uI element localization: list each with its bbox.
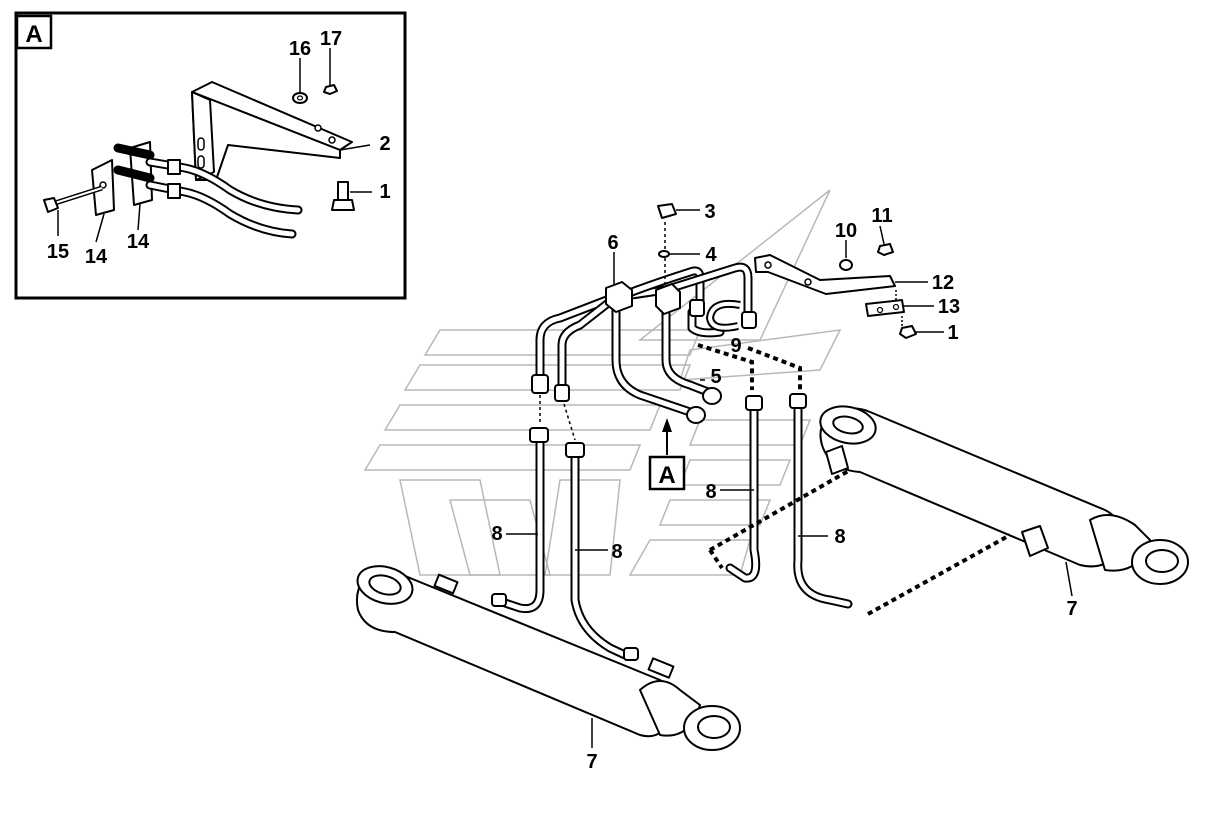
callout-1: 1: [379, 181, 390, 203]
callout-14: 14: [127, 231, 150, 253]
port-block: [1021, 525, 1049, 557]
callout-9: 9: [730, 335, 741, 357]
callout-14: 14: [85, 246, 108, 268]
detail-label: A: [25, 21, 42, 48]
pipe-assembly: [531, 203, 757, 424]
hydraulic-cylinder-right: [819, 405, 1189, 585]
port-block: [825, 445, 849, 475]
block-6: [605, 281, 633, 313]
callout-7: 7: [586, 751, 597, 773]
callout-1: 1: [947, 322, 958, 344]
callout-10: 10: [835, 220, 857, 242]
bolt-1: [899, 325, 917, 339]
nut-11: [877, 243, 894, 256]
callout-6: 6: [607, 232, 618, 254]
pipe-fittings: [531, 299, 757, 424]
callout-4: 4: [705, 244, 717, 266]
callout-16: 16: [289, 38, 311, 60]
callout-8: 8: [491, 523, 502, 545]
callout-2: 2: [379, 133, 390, 155]
section-marker-label: A: [658, 462, 675, 489]
bracket-12: [754, 243, 917, 339]
callout-15: 15: [47, 241, 69, 263]
detail-label-box: [15, 14, 53, 50]
plate-13: [865, 299, 905, 317]
plug-3: [657, 203, 677, 219]
callout-3: 3: [704, 201, 715, 223]
hoses: [500, 393, 853, 660]
o-ring-4: [658, 250, 670, 258]
bolt: [331, 181, 355, 211]
callout-7: 7: [1066, 598, 1077, 620]
callout-12: 12: [932, 272, 954, 294]
callout-17: 17: [320, 28, 342, 50]
section-marker: A: [648, 418, 686, 491]
hydraulic-cylinder-left: [356, 565, 741, 751]
callout-11: 11: [871, 205, 892, 227]
nut: [323, 84, 338, 95]
callout-8: 8: [705, 481, 716, 503]
callout-5: 5: [710, 366, 721, 388]
block-center: [655, 283, 681, 315]
detail-a-inset: A: [14, 11, 407, 300]
leader-lines: [506, 209, 1073, 748]
washer-10: [839, 259, 853, 271]
callout-13: 13: [938, 296, 960, 318]
callout-8: 8: [611, 541, 622, 563]
callout-8: 8: [834, 526, 845, 548]
bolt-15: [43, 197, 59, 213]
connection-lines: [697, 343, 1011, 616]
